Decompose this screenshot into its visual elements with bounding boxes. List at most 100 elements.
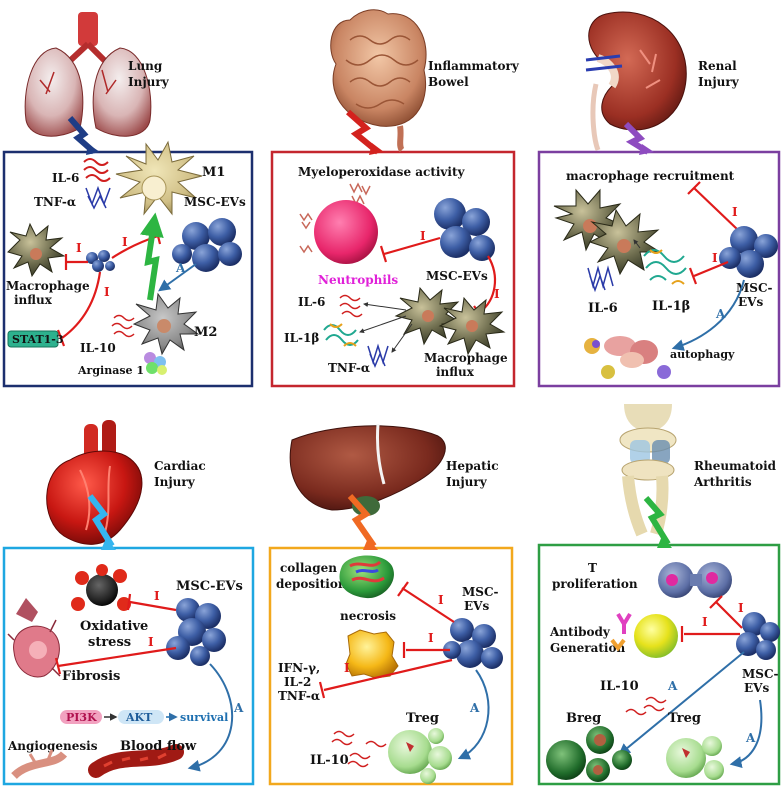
bowel-organ-image — [330, 9, 427, 153]
cardiac-mscevs-label: MSC-EVs — [176, 579, 243, 594]
bowel-mscevs-label: MSC-EVs — [426, 269, 488, 283]
ra-organ-label: Rheumatoid — [694, 459, 777, 473]
hepatic-cytokine-label-2: IL-2 — [284, 675, 311, 689]
collagen-label: collagen — [280, 561, 337, 575]
lung-tnfa-label: TNF-α — [34, 195, 76, 209]
renal-organ-label-2: Injury — [698, 75, 740, 89]
lung-activate-mark: A — [175, 261, 186, 275]
cardiac-organ-label-2: Injury — [154, 475, 196, 489]
hepatic-mscevs-label: MSC- — [462, 585, 499, 599]
akt-label: AKT — [125, 711, 153, 724]
renal-inhibit-mark-1: I — [732, 205, 738, 219]
ra-inhibit-mark-2: I — [702, 615, 708, 629]
hepatic-inhibit-mark-2: I — [428, 631, 434, 645]
bowel-il1b-label: IL-1β — [284, 331, 319, 345]
bowel-inhibit-mark-2: I — [494, 287, 500, 301]
lung-mscev-cluster-icon — [172, 218, 242, 272]
renal-panel-border — [537, 150, 781, 388]
cardiac-panel-border — [2, 546, 255, 786]
lung-macrophage-label-2: influx — [14, 293, 53, 307]
lung-organ-label-2: Injury — [128, 75, 170, 89]
renal-organ-label: Renal — [698, 59, 737, 73]
m2-macrophage-icon — [132, 292, 200, 356]
akt-badge — [118, 710, 164, 724]
bowel-macrophage-label: Macrophage — [424, 351, 508, 365]
cardiac-mscev-cluster-icon — [166, 598, 226, 666]
renal-activate-mark: A — [715, 307, 726, 321]
fibrosis-label: Fibrosis — [62, 669, 120, 684]
lung-macrophage-label: Macrophage — [6, 279, 90, 293]
hepatic-panel-border — [268, 546, 514, 786]
bowel-il6-label: IL-6 — [298, 295, 325, 309]
il6-protein-icon — [83, 158, 111, 182]
hepatic-mscevs-label-2: EVs — [464, 599, 489, 613]
bloodflow-label: Blood flow — [120, 739, 197, 754]
heart-organ-image — [46, 420, 143, 545]
ra-treg-cell-icon — [666, 736, 724, 780]
renal-il6-protein-icon — [587, 265, 614, 293]
lung-il10-label: IL-10 — [80, 341, 116, 355]
hepatic-treg-cell-icon — [388, 728, 452, 784]
hepatic-cytokine-label: IFN-γ, — [278, 661, 320, 675]
autophagy-label: autophagy — [670, 348, 735, 361]
bowel-il6-protein-icon — [339, 294, 363, 318]
ra-activate-mark-1: A — [667, 679, 678, 693]
lung-inhibit-mark-2: I — [122, 235, 128, 249]
blood-flow-vessel-icon — [88, 744, 184, 778]
ra-mscevs-label: MSC- — [742, 667, 779, 681]
bowel-tnfa-protein-icon — [367, 343, 389, 368]
cardiac-zigzag-arrow — [87, 494, 115, 548]
lung-zigzag-arrow — [67, 116, 96, 155]
renal-macrophage-icon — [553, 188, 662, 276]
necrosis-icon — [345, 629, 399, 679]
ra-zigzag-arrow — [643, 496, 671, 546]
lung-small-ev-cluster-icon — [86, 250, 115, 272]
breg-cell-icon — [546, 726, 632, 782]
fibrosis-icon — [7, 598, 61, 678]
bowel-panel: Myeloperoxidase activity Neutrophils MSC… — [284, 165, 508, 379]
hepatic-mscev-cluster-icon — [443, 618, 503, 669]
ra-il10-label: IL-10 — [600, 679, 639, 694]
breg-label: Breg — [566, 711, 601, 726]
collagen-label-2: deposition — [276, 577, 347, 591]
lung-inhibit-mark-3: I — [104, 285, 110, 299]
ra-panel: T proliferation I Antibody Generation I — [546, 561, 780, 782]
renal-zigzag-arrow — [623, 121, 650, 155]
m2-to-m1-arrow — [139, 212, 164, 301]
renal-mscevs-label: MSC- — [736, 281, 773, 295]
antibody-icon — [610, 612, 678, 658]
bowel-organ-label: Inflammatory — [428, 59, 520, 73]
cardiac-activate-mark: A — [233, 701, 244, 715]
tprolif-label-2: proliferation — [552, 577, 638, 591]
renal-mscevs-label-2: EVs — [738, 295, 763, 309]
lung-panel: IL-6 TNF-α M1 MSC-EVs Macrophage — [6, 140, 246, 377]
bowel-mscev-cluster-icon — [434, 198, 495, 261]
cardiac-organ-label: Cardiac — [154, 459, 206, 473]
macrophage-recruitment-label: macrophage recruitment — [566, 169, 735, 183]
ra-inhibit-mark-1: I — [738, 601, 744, 615]
stat-badge — [7, 330, 59, 348]
lung-il10-protein-icon — [111, 314, 135, 338]
ra-mscev-cluster-icon — [736, 612, 780, 660]
knee-organ-image — [619, 404, 677, 537]
renal-panel: macrophage recruitment I IL-6 IL-1β — [553, 169, 778, 379]
pi3k-badge — [60, 710, 102, 724]
ra-il10-protein-icon — [625, 696, 667, 716]
cardiac-panel: MSC-EVs Oxidative stress I — [7, 564, 244, 780]
oxidative-label: Oxidative — [80, 619, 148, 634]
ra-activate-mark-2: A — [745, 731, 756, 745]
renal-il6-label: IL-6 — [588, 301, 618, 316]
lung-panel-border — [2, 150, 254, 388]
cardiac-inhibit-mark-2: I — [148, 635, 154, 649]
bowel-inhibit-mark-1: I — [420, 229, 426, 243]
cardiac-inhibit-mark-1: I — [154, 589, 160, 603]
hepatic-inhibit-mark-1: I — [438, 593, 444, 607]
bowel-macrophage-icon — [394, 286, 506, 356]
stat-badge-label: STAT1-3 — [12, 333, 64, 346]
hepatic-cytokine-label-3: TNF-α — [278, 689, 320, 703]
renal-inhibit-mark-2: I — [712, 251, 718, 265]
hepatic-organ-label-2: Injury — [446, 475, 488, 489]
hepatic-zigzag-arrow — [347, 494, 377, 548]
antibody-label: Antibody — [549, 625, 611, 639]
